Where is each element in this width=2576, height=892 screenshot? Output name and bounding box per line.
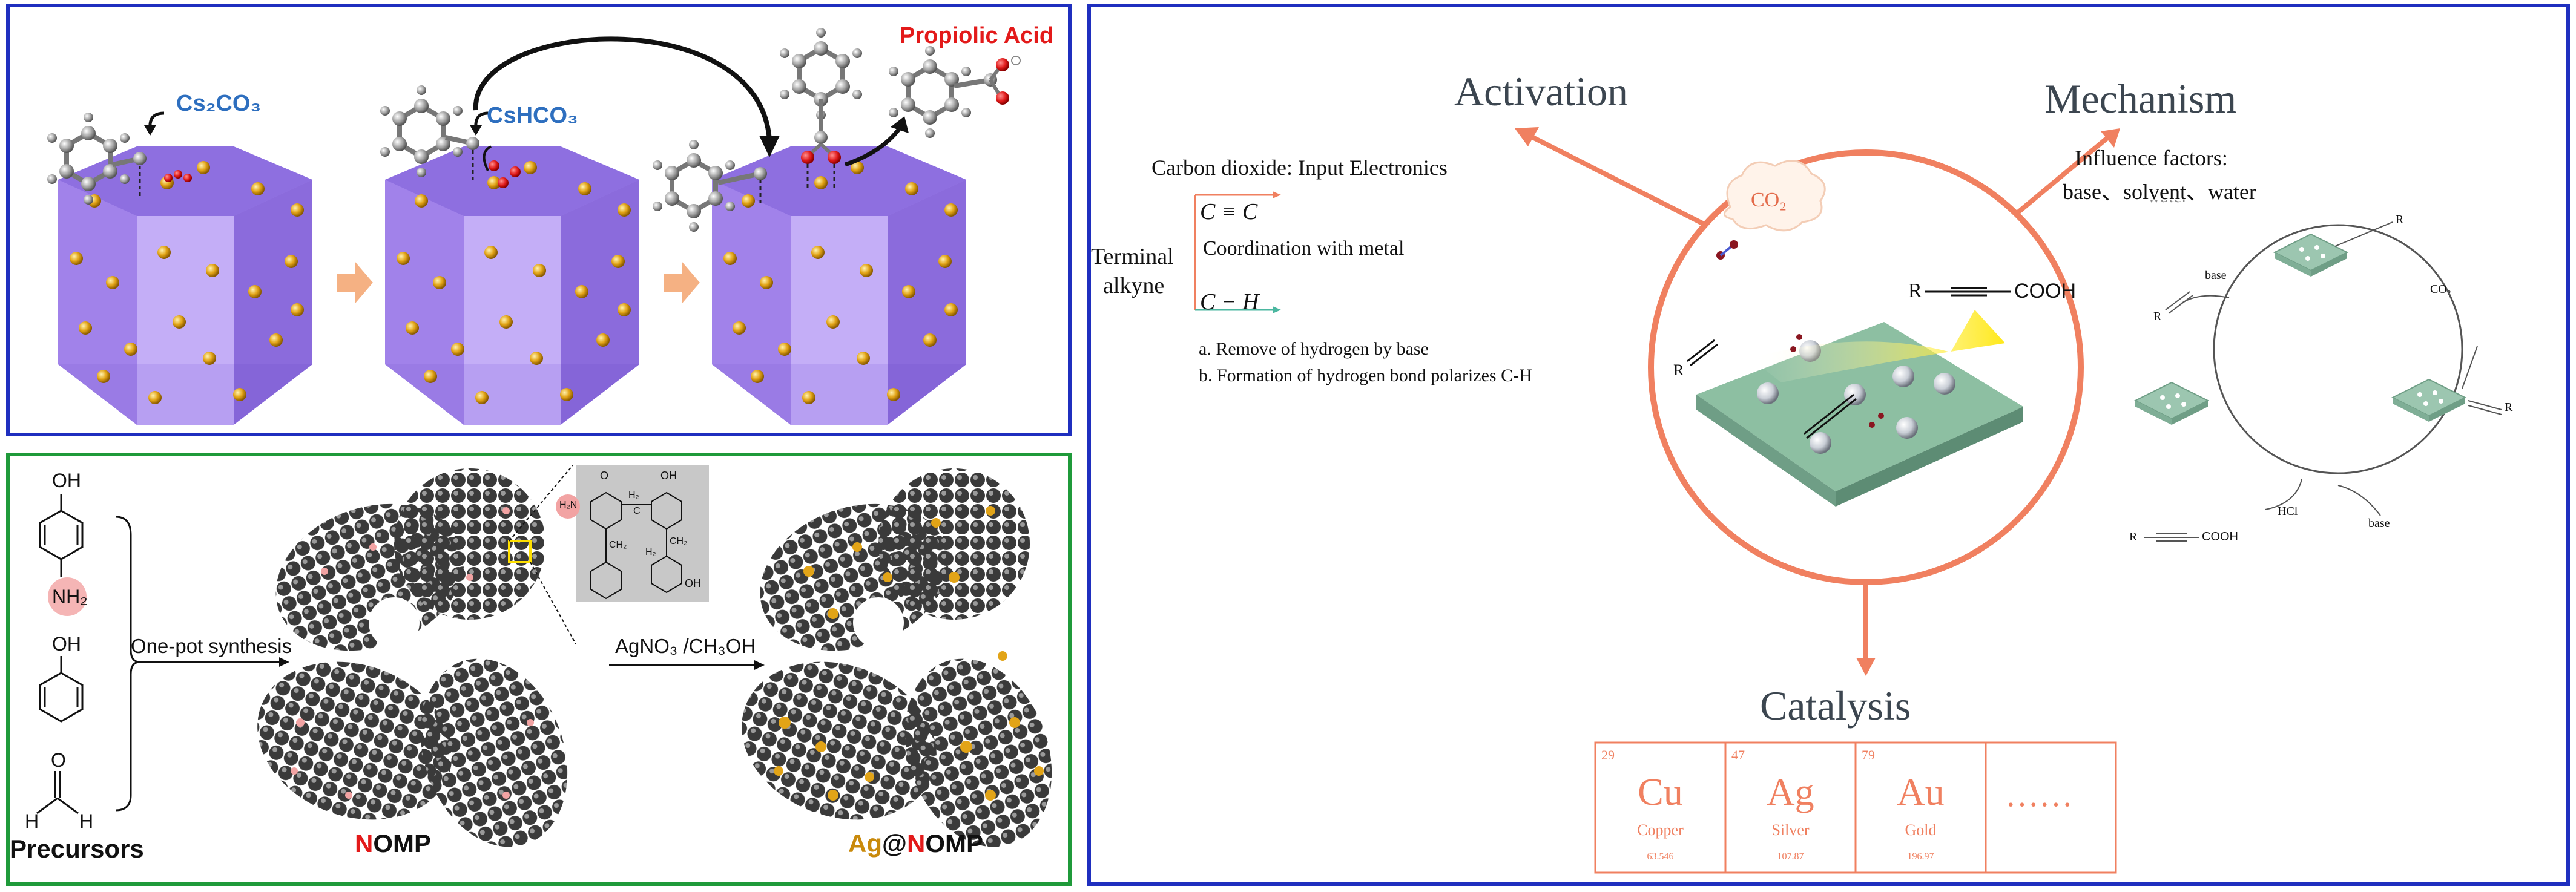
crystal-3	[712, 146, 966, 425]
cycle-r-left: R	[2153, 310, 2162, 323]
cycle-r-bottom: R	[2129, 530, 2138, 543]
inset-ch2-b: CH₂	[670, 536, 688, 546]
ag-nomp-at: @	[882, 829, 907, 858]
input-electronics-text: Carbon dioxide: Input Electronics	[1151, 156, 1448, 180]
cycle-hcl-label: HCl	[2278, 505, 2298, 518]
phenol-structure	[39, 656, 84, 723]
terminal-label: Terminal	[1091, 244, 1174, 269]
triple-bond-label: C ≡ C	[1200, 199, 1258, 225]
inset-h2-b: H₂	[645, 547, 656, 557]
element-number: 29	[1601, 747, 1615, 762]
propiolic-acid-label: Propiolic Acid	[900, 23, 1054, 48]
inset-o: O	[600, 470, 609, 482]
cycle-base-top: base	[2205, 269, 2227, 282]
ag-nomp-framework	[742, 468, 1052, 847]
element-symbol: Ag	[1767, 770, 1814, 813]
element-cell-gold: 79 Au Gold 196.97	[1856, 743, 1986, 873]
element-mass: 196.97	[1907, 851, 1934, 862]
inset-ch2-a: CH₂	[609, 540, 627, 550]
nomp-rest: OMP	[373, 829, 432, 858]
synthesis-illustration	[36, 465, 1052, 847]
element-mass: 63.546	[1647, 851, 1674, 862]
ag-nomp-label: Ag@NOMP	[848, 829, 983, 858]
inset-c: C	[633, 506, 641, 516]
element-number: 79	[1862, 747, 1875, 762]
element-symbol: Au	[1897, 770, 1945, 813]
panel-nomp-synthesis: OH NH₂ OH O H H Precursors One-pot synth…	[6, 453, 1072, 886]
influence-factors-line2: base、solvent、water	[2063, 180, 2256, 204]
one-pot-synthesis-label: One-pot synthesis	[131, 635, 292, 657]
inset-h2-a: H₂	[628, 490, 639, 500]
mol-h-left: H	[25, 810, 39, 832]
center-cooh-label: COOH	[2014, 280, 2076, 303]
activation-diagram	[1194, 127, 2502, 874]
cycle-base-bottom: base	[2368, 517, 2390, 530]
ag-nomp-rest: OMP	[925, 829, 983, 858]
influence-factors-line1: Influence factors:	[2075, 146, 2228, 170]
formaldehyde-structure	[36, 771, 79, 815]
mol-oh-top: OH	[52, 470, 81, 491]
element-number: 47	[1731, 747, 1745, 762]
step-arrow-2	[664, 261, 700, 304]
activation-title: Activation	[1454, 68, 1629, 114]
cycle-co2-label: CO₂	[2430, 283, 2451, 296]
cycle-cooh-label: COOH	[2202, 530, 2238, 543]
mechanism-title: Mechanism	[2044, 76, 2237, 122]
crystal-1	[58, 146, 312, 425]
co2-bubble-label: CO₂	[1751, 189, 1787, 211]
influence-factors-cut-line: water	[2147, 200, 2275, 209]
precursors-label: Precursors	[10, 835, 144, 863]
aminophenol-structure	[39, 494, 84, 577]
catalysis-title: Catalysis	[1760, 683, 1911, 729]
element-symbol: Cu	[1638, 770, 1683, 813]
cycle-r-top: R	[2396, 213, 2404, 226]
mechanism-illustration	[10, 7, 1021, 425]
polymer-inset	[576, 465, 709, 602]
coordination-text: Coordination with metal	[1203, 237, 1405, 260]
mol-oh-phenol: OH	[52, 633, 81, 655]
mol-nh2: NH₂	[52, 586, 88, 608]
element-cell-silver: 47 Ag Silver 107.87	[1725, 743, 1856, 873]
nomp-framework	[257, 465, 576, 847]
co2-bubble	[1724, 160, 1826, 232]
alkyne-label: alkyne	[1103, 273, 1165, 298]
left-r-label: R	[1673, 361, 1684, 379]
element-name: Copper	[1637, 821, 1684, 839]
panel-decarboxylation-mechanism: Cs₂CO₃ CsHCO₃ Propiolic Acid	[6, 4, 1072, 436]
arrow-to-mechanism	[2015, 135, 2110, 215]
inset-h2n: H₂N	[559, 500, 578, 510]
inset-oh-top: OH	[660, 470, 677, 482]
catalytic-cycle	[2213, 224, 2463, 474]
ch-bond-label: C − H	[1200, 289, 1259, 315]
hydrogen-bond-text: b. Formation of hydrogen bond polarizes …	[1199, 366, 1532, 385]
center-r-label: R	[1908, 280, 1922, 302]
element-cell-copper: 29 Cu Copper 63.546	[1595, 743, 1725, 873]
element-name: Silver	[1771, 821, 1810, 839]
element-mass: 107.87	[1777, 851, 1804, 862]
element-name: Gold	[1905, 821, 1937, 839]
agno3-reagent-label: AgNO₃ /CH₃OH	[615, 635, 756, 657]
panel-co2-activation-overview: Activation Mechanism Catalysis CO₂ Carbo…	[1087, 4, 2570, 886]
mol-h-right: H	[79, 810, 94, 832]
activation-swoosh	[1751, 310, 2005, 382]
step-arrow-1	[337, 261, 373, 304]
element-ellipsis: ……	[2005, 776, 2073, 814]
crystal-2	[385, 146, 639, 425]
inset-oh-bottom: OH	[685, 577, 701, 589]
cshco3-label: CsHCO₃	[487, 103, 578, 128]
arrow-to-activation	[1526, 132, 1707, 228]
element-table	[1594, 741, 2117, 874]
cs2co3-label: Cs₂CO₃	[176, 91, 262, 116]
nomp-label: NOMP	[355, 829, 431, 858]
ag-nomp-ag: Ag	[848, 829, 882, 858]
ag-nomp-n: N	[906, 829, 926, 858]
cycle-r-right: R	[2505, 401, 2513, 414]
mol-o: O	[51, 749, 66, 771]
remove-hydrogen-text: a. Remove of hydrogen by base	[1199, 339, 1429, 359]
nomp-n: N	[355, 829, 374, 858]
